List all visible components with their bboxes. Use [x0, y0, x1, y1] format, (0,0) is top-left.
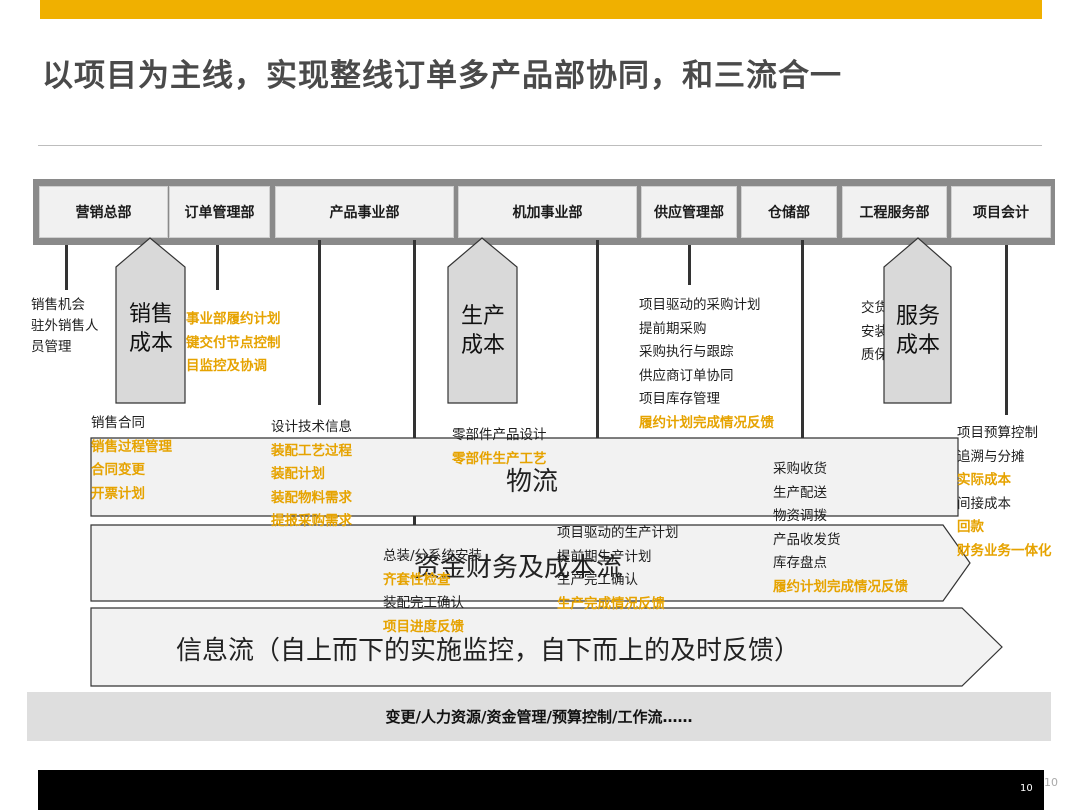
shield-line: 服务 [895, 304, 940, 329]
top-accent-bar [40, 0, 1042, 19]
connector-line [65, 245, 68, 290]
dept-engineering-service: 工程服务部 [842, 186, 947, 238]
title-divider [38, 145, 1042, 146]
production-cost-label: 生产成本 [447, 302, 519, 360]
sales-cost-shield [115, 237, 186, 404]
supply-text: 项目驱动的采购计划 提前期采购 采购执行与跟踪 供应商订单协同 项目库存管理 履… [639, 297, 774, 431]
connector-line [596, 240, 599, 512]
connector-line [318, 240, 321, 405]
logistics-stream-label: 物流 [506, 467, 559, 497]
shield-line: 成本 [128, 331, 173, 356]
page-title: 以项目为主线，实现整线订单多产品部协同，和三流合一 [42, 58, 842, 94]
shield-line: 成本 [895, 333, 940, 358]
product-dept-text: 设计技术信息 装配工艺过程 装配计划 装配物料需求 提报采购需求 [271, 419, 352, 529]
dept-warehouse: 仓储部 [741, 186, 837, 238]
service-cost-shield [883, 237, 952, 404]
service-text: 交货 安装 质保 [861, 300, 884, 363]
production-plan-text: 项目驱动的生产计划 提前期生产计划 生产完工确认 生产完成情况反馈 [557, 525, 679, 612]
connector-line [688, 245, 691, 285]
service-cost-label: 服务成本 [883, 302, 953, 360]
finance-stream-label: 资金财务及成本流 [414, 553, 623, 583]
machining-text: 零部件产品设计 零部件生产工艺 [452, 427, 547, 467]
sales-opportunity-text: 销售机会 驻外销售人 员管理 [31, 297, 99, 355]
dept-machining: 机加事业部 [458, 186, 637, 238]
footer-bar [38, 770, 1044, 810]
sales-contract-text: 销售合同 销售过程管理 合同变更 开票计划 [91, 415, 172, 502]
page-number-watermark: 10 [1044, 776, 1058, 789]
shield-line: 生产 [460, 304, 505, 329]
logistics-stream-arrow [90, 437, 959, 517]
dept-project-accounting: 项目会计 [951, 186, 1051, 238]
shield-line: 销售 [128, 302, 173, 327]
dept-supply: 供应管理部 [641, 186, 737, 238]
connector-line [1005, 245, 1008, 415]
connector-line [413, 240, 416, 548]
sales-cost-label: 销售成本 [115, 300, 187, 358]
warehouse-text: 采购收货 生产配送 物资调拨 产品收发货 库存盘点 履约计划完成情况反馈 [773, 461, 908, 595]
assembly-text: 总装/分系统安装 齐套性检查 装配完工确认 项目进度反馈 [383, 548, 483, 635]
dept-order-management: 订单管理部 [169, 186, 270, 238]
shield-line: 成本 [460, 333, 505, 358]
connector-line [801, 240, 804, 452]
information-stream-arrow [90, 607, 1003, 687]
finance-stream-arrow [90, 524, 971, 602]
accounting-text: 项目预算控制 追溯与分摊 实际成本 间接成本 回款 财务业务一体化 [957, 425, 1052, 559]
page-number: 10 [1020, 783, 1033, 794]
dept-product: 产品事业部 [275, 186, 454, 238]
information-stream-label: 信息流（自上而下的实施监控，自下而上的及时反馈） [176, 636, 801, 666]
dept-marketing: 营销总部 [39, 186, 168, 238]
connector-line [216, 245, 219, 290]
shared-services-band: 变更/人力资源/资金管理/预算控制/工作流…… [27, 692, 1051, 741]
production-cost-shield [447, 237, 518, 404]
order-management-text: 事业部履约计划 键交付节点控制 目监控及协调 [186, 311, 281, 374]
